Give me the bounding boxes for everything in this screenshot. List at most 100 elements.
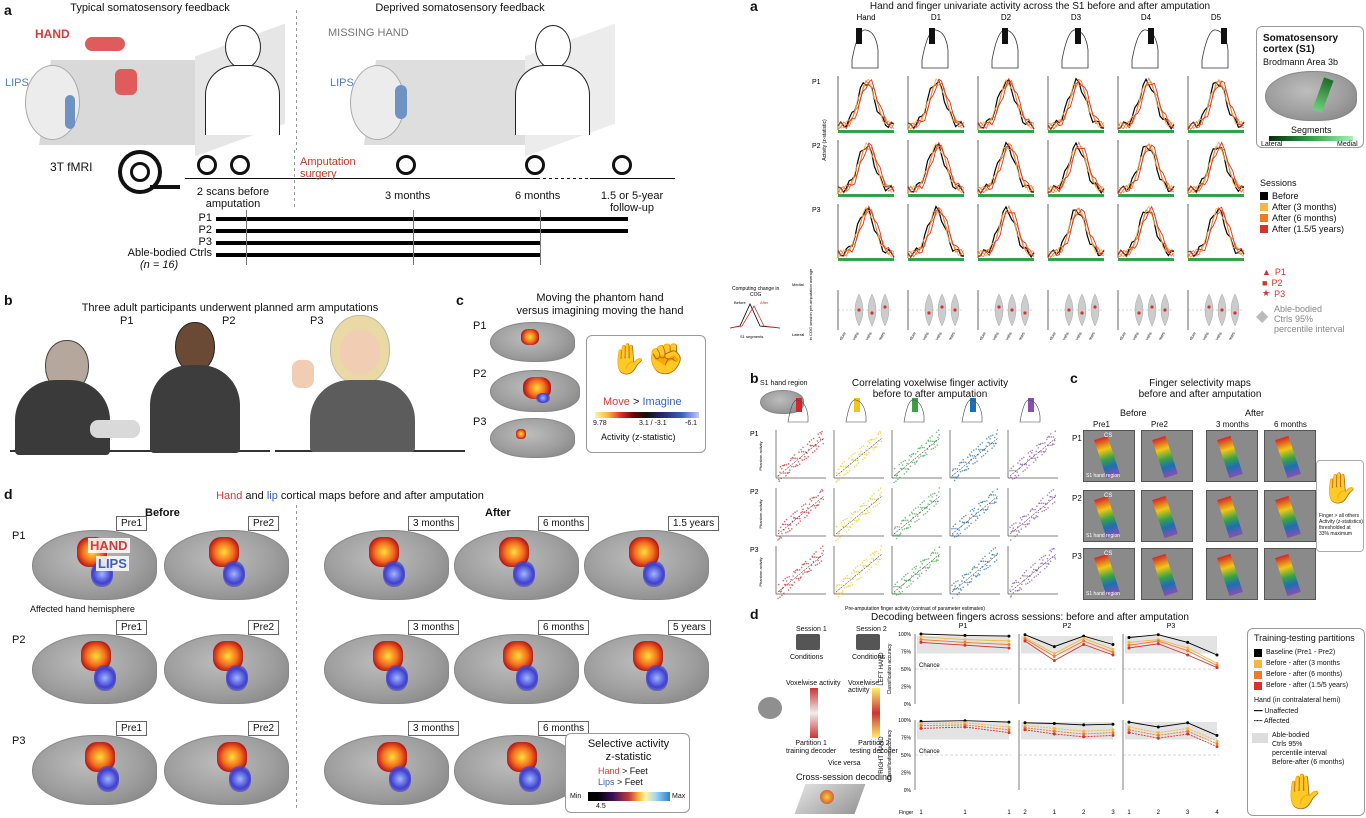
rb-point (973, 507, 976, 510)
rb-point (806, 443, 809, 445)
ra-segment-bar (1188, 130, 1244, 133)
rb-point (905, 527, 908, 530)
fmri-label: 3T fMRI (50, 160, 93, 174)
rb-point (937, 559, 939, 562)
rb-point (933, 560, 935, 563)
rb-point (996, 552, 999, 555)
ra-segment-bar (1188, 258, 1244, 261)
panel-label-c-left: c (456, 292, 464, 308)
rb-point (868, 441, 871, 444)
rb-point (922, 559, 924, 562)
rb-point (979, 443, 982, 446)
rc-tile (1206, 430, 1258, 482)
rd-series-line (1128, 729, 1218, 745)
rb-point (993, 436, 996, 439)
rc-tile (1141, 490, 1193, 542)
rb-point (924, 567, 927, 569)
rb-point (847, 577, 849, 579)
cog-xtick: 1.5/5 years (1222, 331, 1236, 340)
rb-point (853, 571, 856, 573)
rd-series-line (1128, 639, 1218, 664)
ra-activity-line (907, 141, 965, 194)
right-figure: a Hand and finger univariate activity ac… (720, 0, 1366, 818)
rb-point (845, 586, 848, 588)
rb-point (847, 471, 849, 474)
rb-point (894, 583, 897, 586)
rd-point (1023, 721, 1027, 725)
rb-point (1025, 583, 1027, 585)
rb-point (811, 444, 813, 447)
rb-point (959, 462, 961, 464)
rb-point (937, 555, 940, 558)
cog-point (1233, 311, 1237, 315)
rb-point (1042, 555, 1045, 558)
rb-point (924, 454, 926, 457)
rb-point (929, 499, 931, 502)
rb-point (1011, 524, 1013, 527)
rb-point (972, 567, 974, 569)
ra-activity-line (907, 208, 965, 259)
rb-point (959, 588, 962, 590)
cog-point (1163, 308, 1167, 312)
rb-point (1017, 581, 1020, 584)
rb-point (981, 442, 983, 444)
d-legend-lips: Lips > Feet (598, 777, 643, 787)
rb-point (878, 439, 881, 442)
rb-point (914, 568, 917, 570)
rb-point (780, 477, 783, 480)
rb-point (963, 521, 966, 524)
rb-point (877, 489, 880, 492)
rb-point (967, 573, 970, 575)
rb-point (995, 559, 998, 561)
rb-point (875, 446, 878, 448)
rc-selectivity-strip (1275, 495, 1301, 539)
rb-point (835, 585, 838, 588)
rb-point (1013, 529, 1016, 532)
rb-point (908, 585, 910, 587)
d-session-tag: Pre2 (248, 721, 280, 736)
rb-point (893, 585, 895, 588)
d-lips-activation (223, 561, 245, 587)
panel-b-title: Three adult participants underwent plann… (81, 302, 379, 314)
rb-point (872, 506, 875, 508)
rb-point (873, 438, 875, 440)
rb-point (915, 461, 918, 463)
rb-row-label: P2 (750, 489, 759, 496)
rb-point (796, 464, 799, 467)
rb-point (991, 434, 994, 437)
rb-point (866, 570, 869, 573)
rd-series-line (1128, 726, 1218, 742)
rb-point (788, 471, 790, 474)
rb-point (857, 571, 860, 573)
rb-point (850, 455, 852, 457)
ra-col-label: D2 (1001, 13, 1012, 22)
cog-point (927, 311, 931, 315)
rb-point (894, 526, 897, 528)
rb-point (988, 436, 990, 438)
d-threshold: 4.5 (596, 803, 606, 810)
rb-point (928, 566, 931, 568)
rb-point (974, 519, 977, 522)
rb-point (858, 578, 860, 580)
c-brain-p1 (490, 322, 575, 362)
rb-point (1009, 596, 1012, 598)
ra-activity-line (1047, 207, 1105, 259)
rb-point (935, 560, 937, 562)
d-lips-activation (643, 561, 665, 587)
cog-violin (924, 293, 934, 327)
c-brain-p2 (490, 370, 580, 412)
rb-point (930, 500, 933, 502)
rd-point (1023, 724, 1027, 728)
rb-point (788, 575, 790, 578)
rb-point (978, 448, 980, 451)
rb-point (903, 473, 906, 475)
rb-point (961, 575, 964, 577)
rb-point (936, 552, 939, 554)
rb-hand-outline (1019, 399, 1041, 423)
rb-point (1034, 459, 1037, 461)
ra-segment-bar (908, 130, 964, 133)
rb-point (978, 563, 980, 565)
rb-point (1026, 467, 1028, 469)
rd-series-line (1024, 729, 1114, 738)
rb-point (872, 558, 875, 560)
